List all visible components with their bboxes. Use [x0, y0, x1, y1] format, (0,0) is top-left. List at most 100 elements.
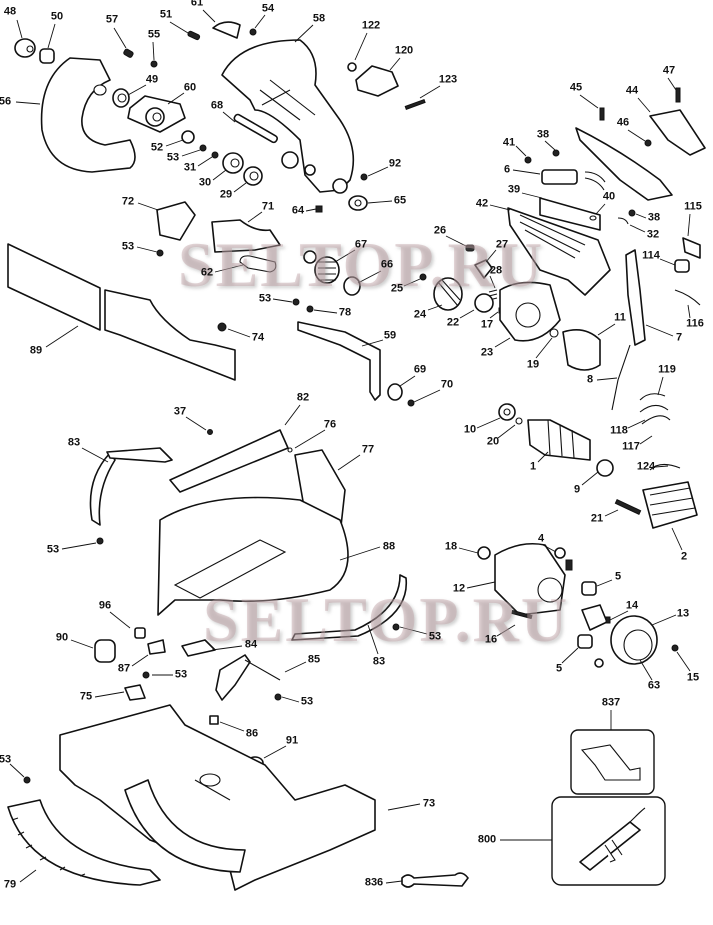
- part-callout-49[interactable]: 49: [145, 73, 159, 86]
- part-callout-50[interactable]: 50: [50, 10, 64, 23]
- part-callout-78[interactable]: 78: [338, 306, 352, 319]
- part-callout-71[interactable]: 71: [261, 200, 275, 213]
- part-callout-83[interactable]: 83: [372, 655, 386, 668]
- part-callout-13[interactable]: 13: [676, 607, 690, 620]
- part-callout-53[interactable]: 53: [121, 240, 135, 253]
- part-callout-115[interactable]: 115: [684, 200, 702, 213]
- part-callout-56[interactable]: 56: [0, 95, 12, 108]
- part-callout-836[interactable]: 836: [364, 876, 384, 889]
- part-callout-116[interactable]: 116: [686, 317, 704, 330]
- part-callout-68[interactable]: 68: [210, 99, 224, 112]
- part-callout-90[interactable]: 90: [55, 631, 69, 644]
- part-callout-46[interactable]: 46: [616, 116, 630, 129]
- part-callout-88[interactable]: 88: [382, 540, 396, 553]
- part-callout-82[interactable]: 82: [296, 391, 310, 404]
- part-callout-114[interactable]: 114: [642, 249, 660, 262]
- part-callout-37[interactable]: 37: [173, 405, 187, 418]
- part-callout-91[interactable]: 91: [285, 734, 299, 747]
- part-callout-29[interactable]: 29: [219, 188, 233, 201]
- part-callout-31[interactable]: 31: [183, 161, 197, 174]
- part-callout-62[interactable]: 62: [200, 266, 214, 279]
- part-callout-6[interactable]: 6: [503, 163, 511, 176]
- part-callout-44[interactable]: 44: [625, 84, 639, 97]
- part-callout-15[interactable]: 15: [686, 671, 700, 684]
- part-callout-41[interactable]: 41: [502, 136, 516, 149]
- part-callout-18[interactable]: 18: [444, 540, 458, 553]
- part-callout-75[interactable]: 75: [79, 690, 93, 703]
- part-callout-53[interactable]: 53: [258, 292, 272, 305]
- part-callout-17[interactable]: 17: [480, 318, 494, 331]
- part-callout-65[interactable]: 65: [393, 194, 407, 207]
- part-callout-86[interactable]: 86: [245, 727, 259, 740]
- part-callout-84[interactable]: 84: [244, 638, 258, 651]
- part-callout-9[interactable]: 9: [573, 483, 581, 496]
- part-callout-39[interactable]: 39: [507, 183, 521, 196]
- part-callout-800[interactable]: 800: [477, 833, 497, 846]
- part-callout-2[interactable]: 2: [680, 550, 688, 563]
- part-callout-66[interactable]: 66: [380, 258, 394, 271]
- part-callout-20[interactable]: 20: [486, 435, 500, 448]
- part-callout-7[interactable]: 7: [675, 331, 683, 344]
- part-callout-27[interactable]: 27: [495, 238, 509, 251]
- part-callout-32[interactable]: 32: [646, 228, 660, 241]
- part-callout-47[interactable]: 47: [662, 64, 676, 77]
- part-callout-14[interactable]: 14: [625, 599, 639, 612]
- part-callout-70[interactable]: 70: [440, 378, 454, 391]
- part-callout-4[interactable]: 4: [537, 532, 545, 545]
- part-callout-117[interactable]: 117: [622, 440, 640, 453]
- part-callout-57[interactable]: 57: [105, 13, 119, 26]
- part-callout-63[interactable]: 63: [647, 679, 661, 692]
- part-callout-124[interactable]: 124: [636, 460, 656, 473]
- part-callout-21[interactable]: 21: [590, 512, 604, 525]
- part-callout-8[interactable]: 8: [586, 373, 594, 386]
- part-callout-38[interactable]: 38: [647, 211, 661, 224]
- part-callout-12[interactable]: 12: [452, 582, 466, 595]
- part-callout-53[interactable]: 53: [174, 668, 188, 681]
- part-callout-19[interactable]: 19: [526, 358, 540, 371]
- part-callout-16[interactable]: 16: [484, 633, 498, 646]
- part-callout-64[interactable]: 64: [291, 204, 305, 217]
- part-callout-40[interactable]: 40: [602, 190, 616, 203]
- part-callout-77[interactable]: 77: [361, 443, 375, 456]
- part-callout-52[interactable]: 52: [150, 141, 164, 154]
- part-callout-76[interactable]: 76: [323, 418, 337, 431]
- part-callout-89[interactable]: 89: [29, 344, 43, 357]
- part-callout-5[interactable]: 5: [555, 662, 563, 675]
- part-callout-61[interactable]: 61: [190, 0, 204, 9]
- part-callout-118[interactable]: 118: [610, 424, 628, 437]
- part-callout-74[interactable]: 74: [251, 331, 265, 344]
- part-callout-22[interactable]: 22: [446, 316, 460, 329]
- part-callout-23[interactable]: 23: [480, 346, 494, 359]
- part-callout-10[interactable]: 10: [463, 423, 477, 436]
- part-callout-53[interactable]: 53: [428, 630, 442, 643]
- part-callout-28[interactable]: 28: [489, 264, 503, 277]
- part-callout-58[interactable]: 58: [312, 12, 326, 25]
- part-callout-53[interactable]: 53: [0, 753, 12, 766]
- part-callout-79[interactable]: 79: [3, 878, 17, 891]
- part-callout-85[interactable]: 85: [307, 653, 321, 666]
- part-callout-73[interactable]: 73: [422, 797, 436, 810]
- part-callout-120[interactable]: 120: [394, 44, 414, 57]
- part-callout-122[interactable]: 122: [361, 19, 381, 32]
- part-callout-92[interactable]: 92: [388, 157, 402, 170]
- part-callout-53[interactable]: 53: [166, 151, 180, 164]
- part-callout-54[interactable]: 54: [261, 2, 275, 15]
- part-callout-123[interactable]: 123: [438, 73, 458, 86]
- part-callout-59[interactable]: 59: [383, 329, 397, 342]
- part-callout-45[interactable]: 45: [569, 81, 583, 94]
- part-callout-837[interactable]: 837: [601, 696, 621, 709]
- part-callout-11[interactable]: 11: [614, 311, 626, 324]
- part-callout-42[interactable]: 42: [475, 197, 489, 210]
- part-callout-51[interactable]: 51: [159, 8, 173, 21]
- part-callout-38[interactable]: 38: [536, 128, 550, 141]
- part-callout-1[interactable]: 1: [529, 460, 537, 473]
- part-callout-83[interactable]: 83: [67, 436, 81, 449]
- part-callout-119[interactable]: 119: [658, 363, 676, 376]
- part-callout-96[interactable]: 96: [98, 599, 112, 612]
- part-callout-55[interactable]: 55: [147, 28, 161, 41]
- part-callout-67[interactable]: 67: [354, 238, 368, 251]
- part-callout-48[interactable]: 48: [3, 5, 17, 18]
- part-callout-53[interactable]: 53: [46, 543, 60, 556]
- part-callout-72[interactable]: 72: [121, 195, 135, 208]
- part-callout-60[interactable]: 60: [183, 81, 197, 94]
